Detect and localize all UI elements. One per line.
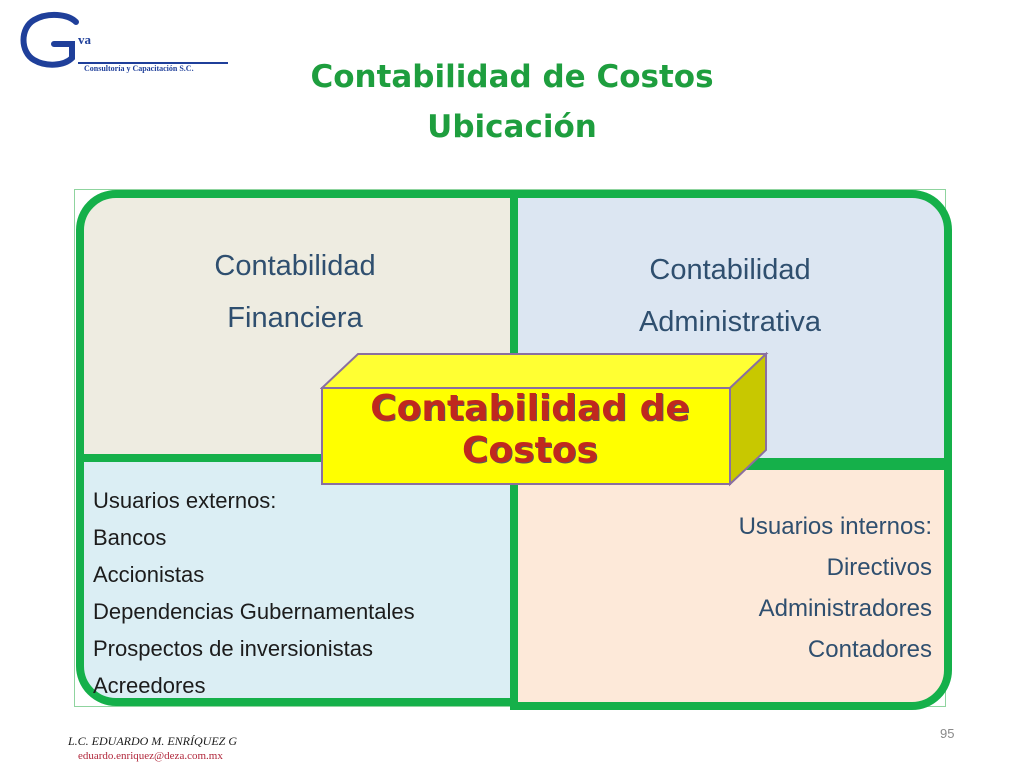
page-title: Contabilidad de Costos Ubicación [0, 52, 1024, 152]
label-contabilidad-financiera: Contabilidad Financiera [95, 240, 495, 344]
title-line-1: Contabilidad de Costos [310, 59, 714, 95]
list-item: Directivos [826, 554, 932, 581]
logo-g-mark [18, 10, 98, 70]
list-item: Contadores [807, 636, 932, 663]
list-item: Acreedores [93, 673, 206, 698]
company-logo: va Consultoría y Capacitación S.C. [18, 10, 228, 73]
list-item: Usuarios internos: [738, 513, 932, 540]
author-email: eduardo.enriquez@deza.com.mx [78, 750, 223, 762]
center-block-label: Contabilidad de Costos [330, 388, 730, 472]
label-contabilidad-administrativa: Contabilidad Administrativa [530, 244, 930, 348]
author-name: L.C. EDUARDO M. ENRÍQUEZ G [68, 734, 237, 748]
center-block-line-2: Costos [462, 430, 598, 471]
label-line-2: Financiera [227, 302, 363, 334]
list-item: Usuarios externos: [93, 488, 277, 513]
logo-g-icon [20, 12, 79, 68]
list-item: Bancos [93, 525, 167, 550]
label-line-2: Administrativa [638, 306, 822, 338]
quadrant-usuarios-externos [76, 454, 518, 706]
internal-users-list: Usuarios internos: Directivos Administra… [739, 506, 932, 670]
label-line-1: Contabilidad [649, 254, 811, 286]
list-item: Administradores [758, 595, 932, 622]
logo-suffix: va [78, 32, 91, 47]
quadrant-usuarios-internos [510, 462, 952, 710]
label-line-1: Contabilidad [214, 250, 376, 282]
title-line-2: Ubicación [427, 109, 597, 145]
logo-subtitle: Consultoría y Capacitación S.C. [84, 64, 194, 73]
list-item: Prospectos de inversionistas [93, 636, 374, 661]
cube-shape-icon [320, 352, 769, 487]
page-number: 95 [940, 726, 955, 741]
center-block-line-1: Contabilidad de [370, 388, 690, 429]
list-item: Dependencias Gubernamentales [93, 599, 415, 624]
list-item: Accionistas [93, 562, 205, 587]
center-3d-block [320, 352, 772, 492]
external-users-list: Usuarios externos: Bancos Accionistas De… [93, 482, 415, 704]
logo-underline [78, 62, 228, 64]
